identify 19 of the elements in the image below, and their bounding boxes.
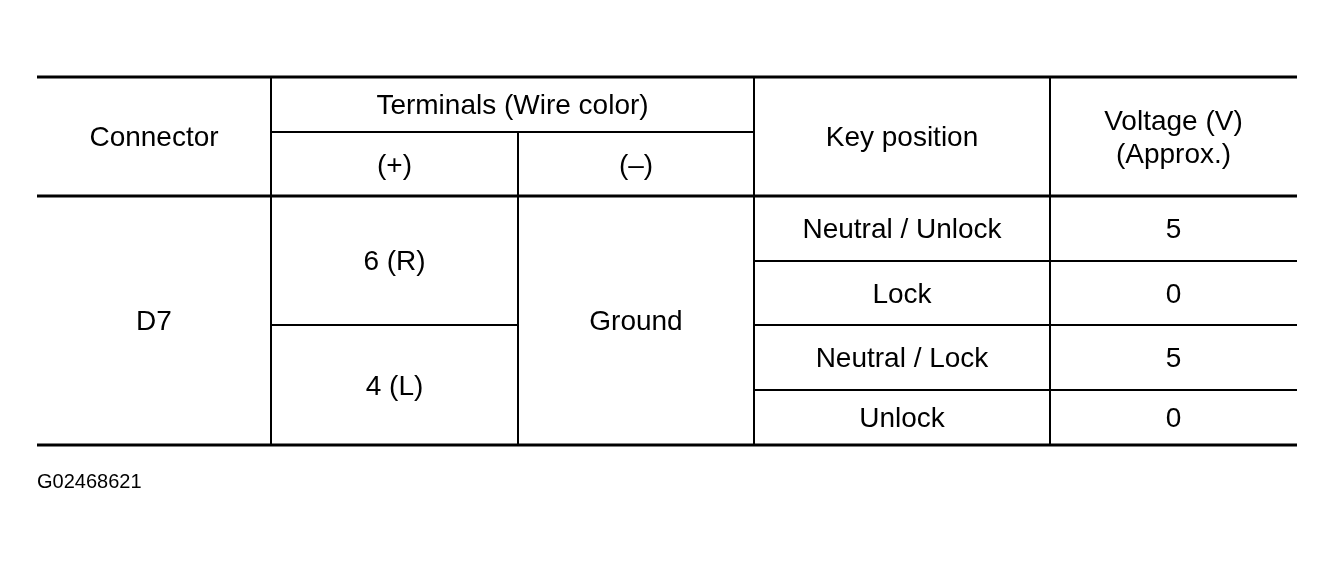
column-header: Voltage (V) (Approx.) xyxy=(1103,103,1244,170)
cell-text: Neutral / Unlock xyxy=(802,212,1002,245)
column-header: Key position xyxy=(825,120,979,153)
column-header: (–) xyxy=(618,147,654,181)
column-header: Terminals (Wire color) xyxy=(376,88,649,121)
cell-text: 5 xyxy=(1165,212,1182,245)
figure-code: G02468621 xyxy=(37,470,142,493)
cell-text: Ground xyxy=(589,304,683,337)
column-header: Connector xyxy=(89,120,219,153)
cell-text: Unlock xyxy=(859,401,945,434)
cell-text: 6 (R) xyxy=(363,244,426,277)
cell-text: 0 xyxy=(1165,401,1182,434)
column-header: (+) xyxy=(377,147,412,181)
cell-text: Neutral / Lock xyxy=(815,341,989,374)
row-header: D7 xyxy=(136,304,172,337)
cell-text: 4 (L) xyxy=(365,368,424,402)
cell-text: 5 xyxy=(1165,341,1182,374)
cell-text: 0 xyxy=(1165,276,1182,310)
cell-text: Lock xyxy=(872,276,932,310)
